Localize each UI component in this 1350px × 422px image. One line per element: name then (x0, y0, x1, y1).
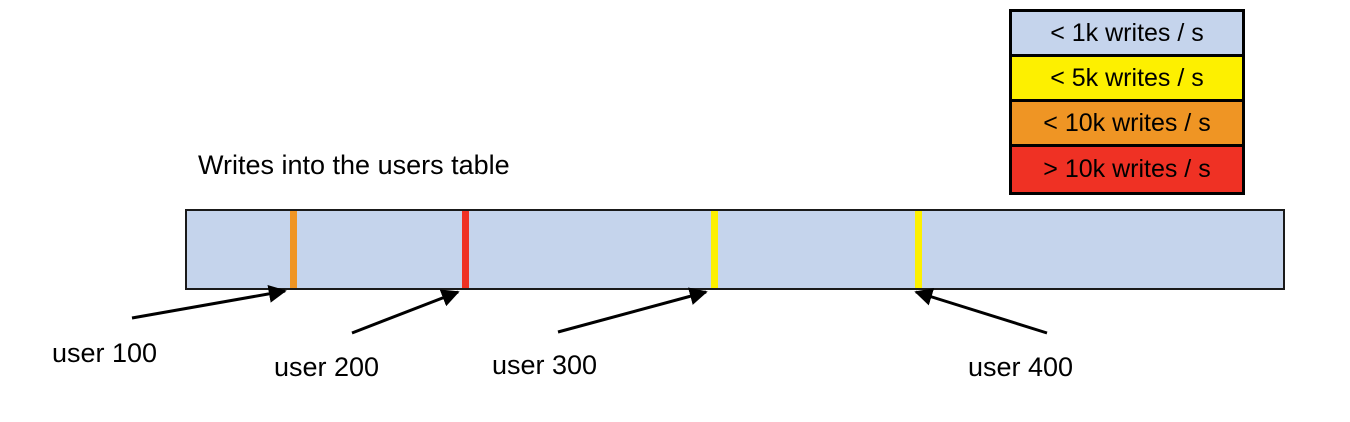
arrow-user-400 (914, 288, 1048, 335)
label-user-400: user 400 (968, 352, 1074, 382)
legend-label: > 10k writes / s (1043, 155, 1211, 183)
arrow-user-100 (131, 284, 287, 320)
arrow-user-300 (557, 287, 708, 334)
users-table-bar (185, 209, 1285, 290)
legend-row-lt-1k: < 1k writes / s (1012, 12, 1242, 57)
legend-label: < 5k writes / s (1050, 63, 1204, 92)
legend-label: < 10k writes / s (1043, 108, 1211, 137)
label-user-200: user 200 (274, 352, 380, 382)
legend-row-lt-5k: < 5k writes / s (1012, 57, 1242, 102)
legend-row-lt-10k: < 10k writes / s (1012, 102, 1242, 147)
marker-user-300 (711, 211, 718, 288)
legend-label: < 1k writes / s (1050, 18, 1204, 47)
marker-user-400 (915, 211, 922, 288)
legend-row-gt-10k: > 10k writes / s (1012, 147, 1242, 192)
marker-user-100 (290, 211, 297, 288)
marker-user-200 (462, 211, 469, 288)
label-user-100: user 100 (52, 338, 158, 368)
label-user-300: user 300 (492, 350, 598, 380)
arrow-user-200 (351, 289, 460, 335)
chart-title: Writes into the users table (198, 150, 510, 180)
legend: < 1k writes / s < 5k writes / s < 10k wr… (1009, 9, 1245, 195)
